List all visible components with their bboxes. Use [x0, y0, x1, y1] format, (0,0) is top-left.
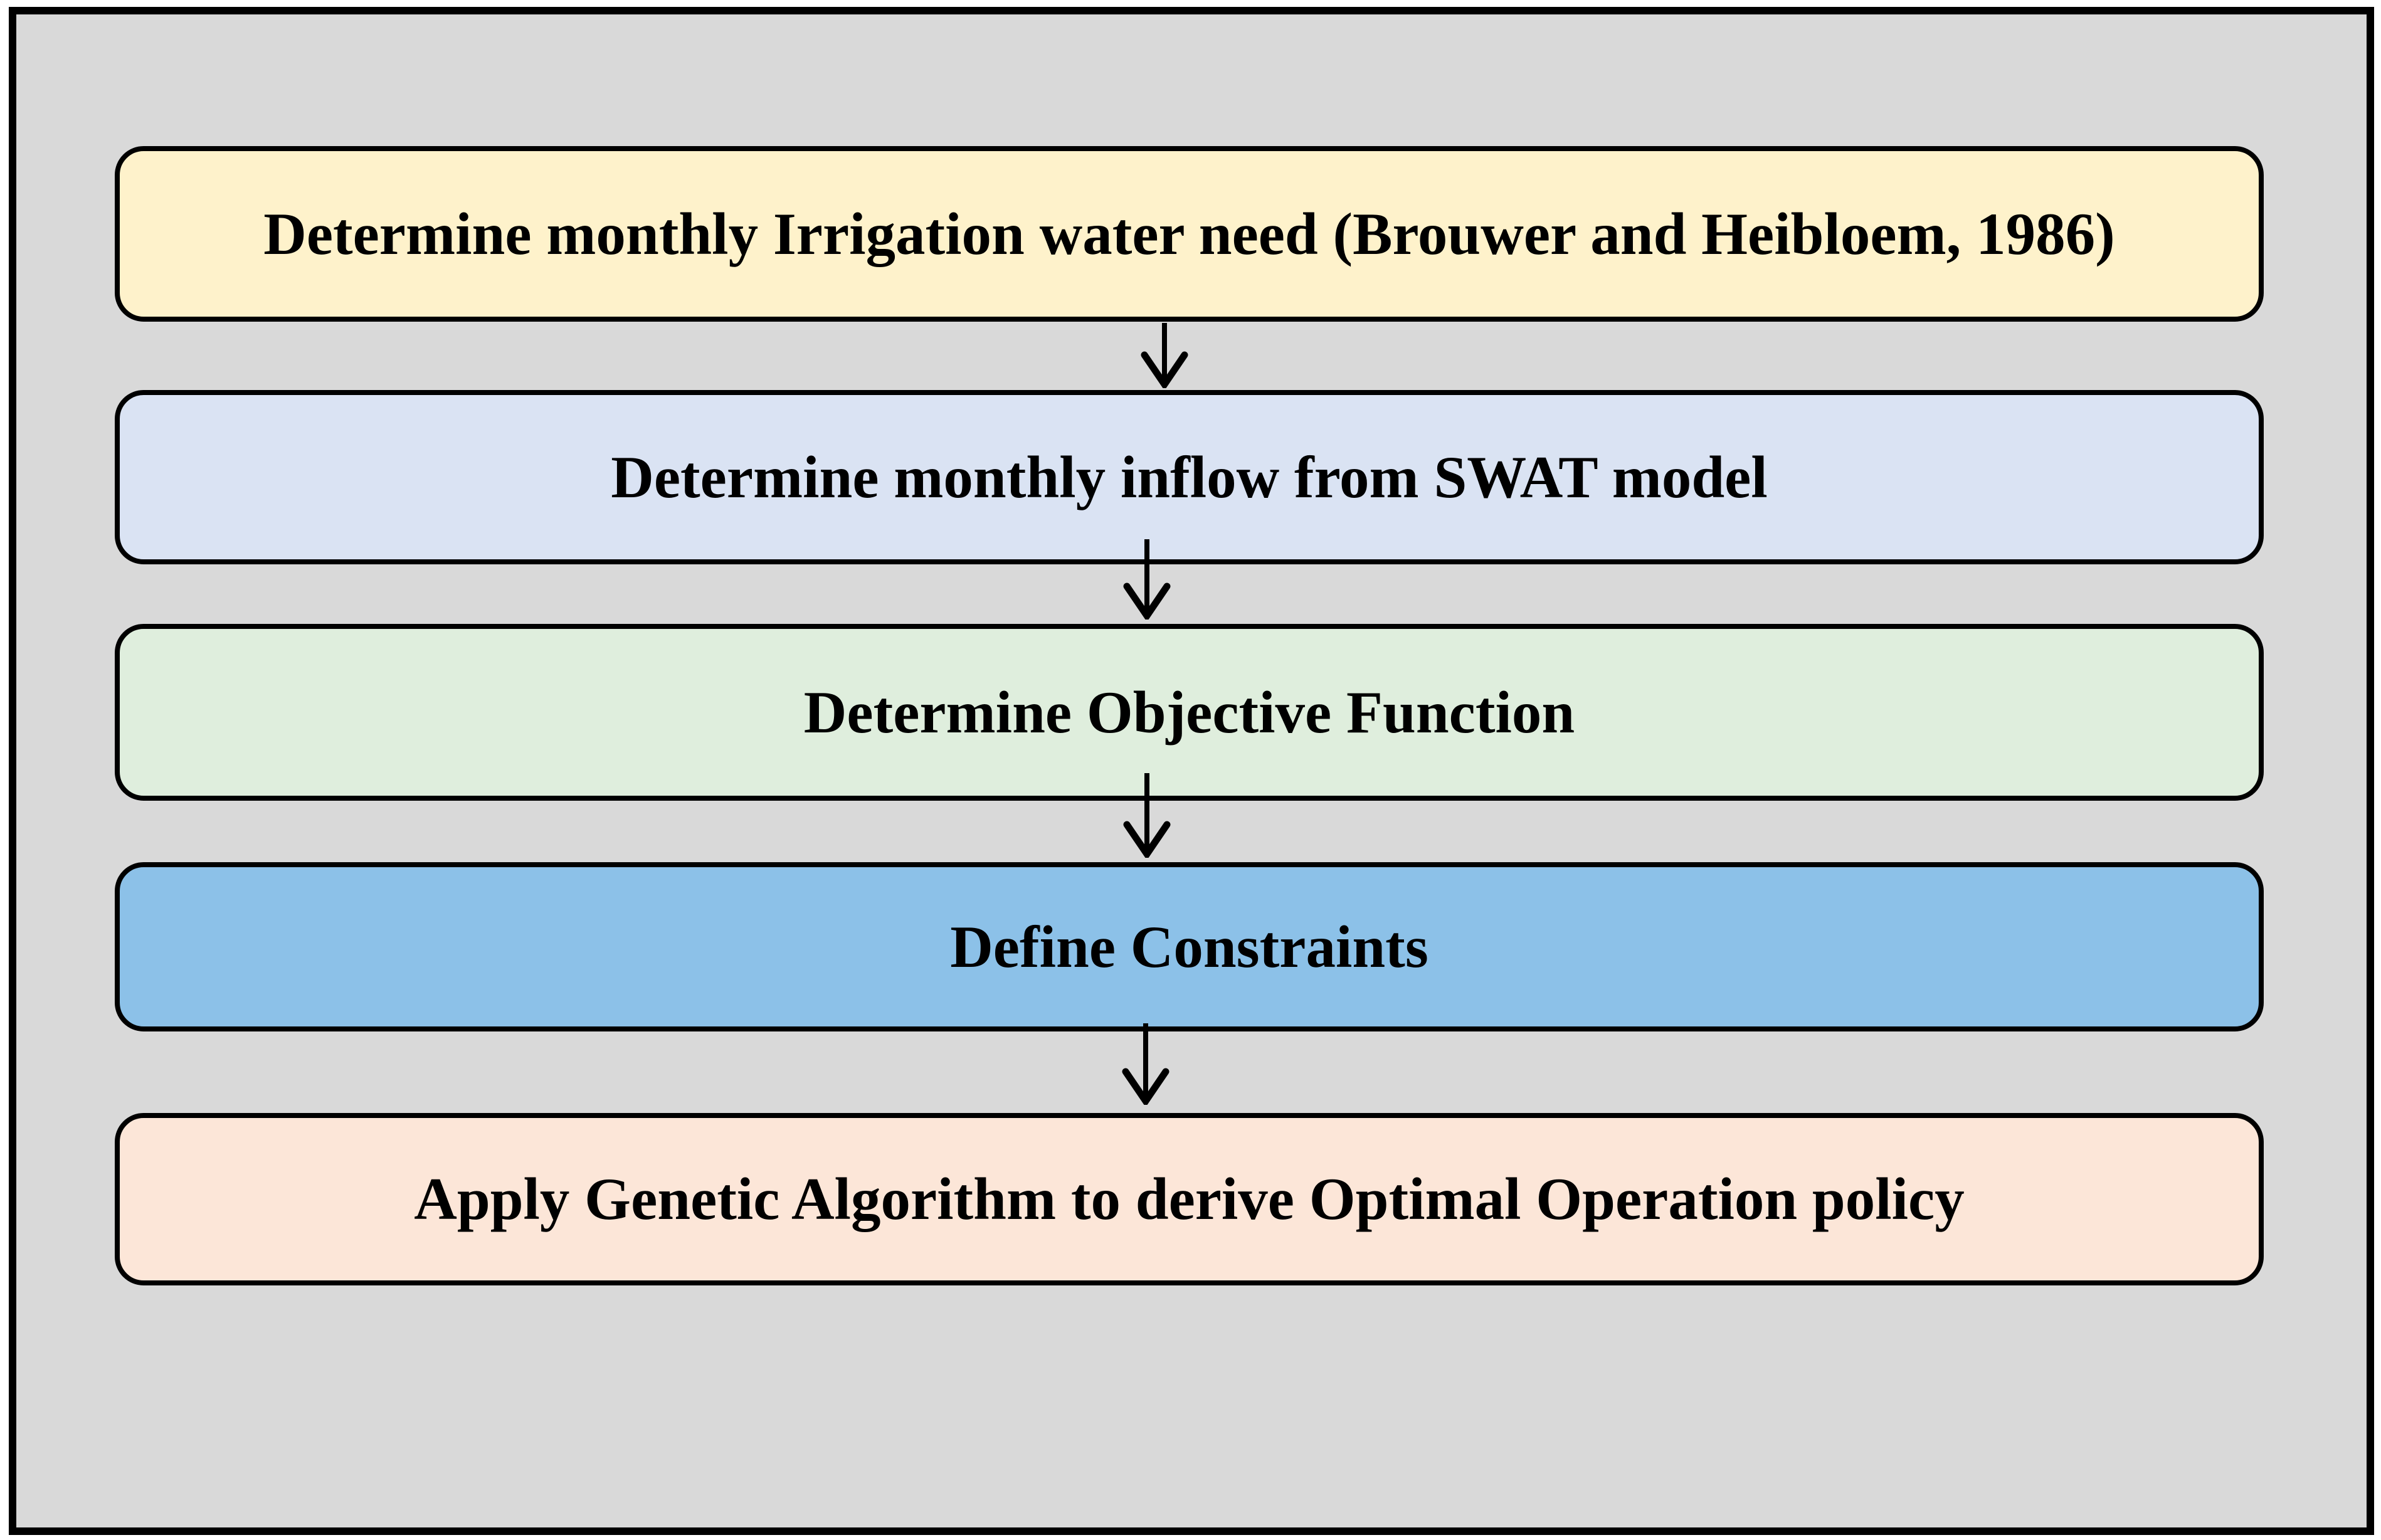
flow-step-define-constraints: Define Constraints	[115, 862, 2264, 1031]
arrow-down-icon	[1119, 773, 1175, 861]
flow-step-genetic-algorithm-label: Apply Genetic Algorithm to derive Optima…	[414, 1166, 1965, 1232]
flow-step-genetic-algorithm: Apply Genetic Algorithm to derive Optima…	[115, 1113, 2264, 1285]
arrow-down-icon	[1117, 1023, 1174, 1108]
flow-step-define-constraints-label: Define Constraints	[950, 913, 1428, 980]
arrow-down-icon	[1119, 539, 1175, 623]
flow-step-irrigation-water-need-label: Determine monthly Irrigation water need …	[263, 200, 2115, 267]
flow-step-monthly-inflow-swat: Determine monthly inflow from SWAT model	[115, 390, 2264, 564]
flow-step-irrigation-water-need: Determine monthly Irrigation water need …	[115, 146, 2264, 322]
flow-step-objective-function-label: Determine Objective Function	[803, 678, 1575, 746]
flow-step-monthly-inflow-swat-label: Determine monthly inflow from SWAT model	[611, 443, 1768, 510]
arrow-down-icon	[1136, 323, 1193, 391]
flow-step-objective-function: Determine Objective Function	[115, 624, 2264, 801]
